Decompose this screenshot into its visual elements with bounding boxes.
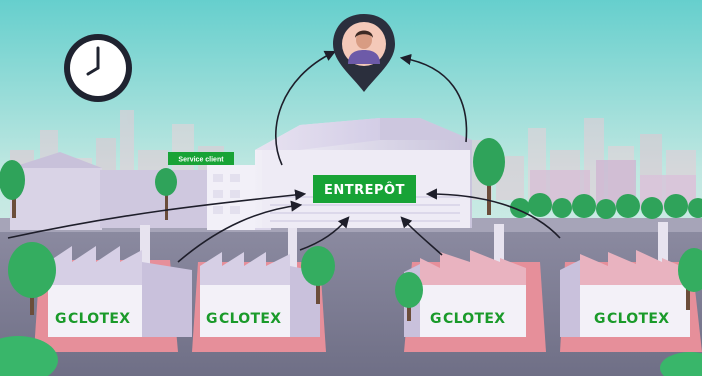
tree-icon — [8, 242, 56, 315]
brand-name: CLOTEX — [219, 311, 281, 327]
brand-name: CLOTEX — [68, 311, 130, 327]
clotex-logo: G CLOTEX — [55, 311, 130, 327]
arrow-icon — [400, 216, 443, 256]
arrow-icon — [7, 189, 307, 239]
arrow-icon — [299, 216, 350, 251]
arrow-icon — [399, 53, 468, 143]
brand-initial: G — [430, 311, 442, 327]
clotex-logo: G CLOTEX — [206, 311, 281, 327]
tree-icon — [395, 272, 423, 321]
arrow-icon — [425, 188, 561, 239]
tree-icon — [473, 138, 505, 215]
tree-icon — [301, 246, 335, 304]
service-client-sign — [168, 152, 234, 165]
location-pin-icon — [333, 14, 395, 92]
tree-icon — [155, 168, 177, 220]
factory-icon — [404, 224, 526, 337]
brand-name: CLOTEX — [607, 311, 669, 327]
clock-icon — [64, 34, 132, 102]
clotex-logo: G CLOTEX — [430, 311, 505, 327]
arrow-icon — [275, 50, 337, 166]
factory-icon — [48, 225, 192, 337]
arrow-icon — [177, 200, 303, 263]
brand-initial: G — [594, 311, 606, 327]
tree-row-right — [510, 193, 702, 219]
factory-icon — [560, 222, 690, 337]
person-icon — [348, 30, 380, 64]
brand-name: CLOTEX — [443, 311, 505, 327]
left-office-building — [10, 152, 210, 230]
warehouse-label: ENTREPÔT — [324, 182, 405, 198]
tree-icon — [0, 160, 25, 218]
warehouse-sign — [313, 175, 416, 203]
brand-initial: G — [55, 311, 67, 327]
clotex-logo: G CLOTEX — [594, 311, 669, 327]
service-client-label: Service client — [178, 157, 224, 164]
tree-icon — [678, 248, 702, 310]
warehouse-building — [255, 118, 472, 228]
brand-initial: G — [206, 311, 218, 327]
delivery-arrows — [7, 50, 561, 263]
foreground-bushes — [0, 336, 702, 376]
